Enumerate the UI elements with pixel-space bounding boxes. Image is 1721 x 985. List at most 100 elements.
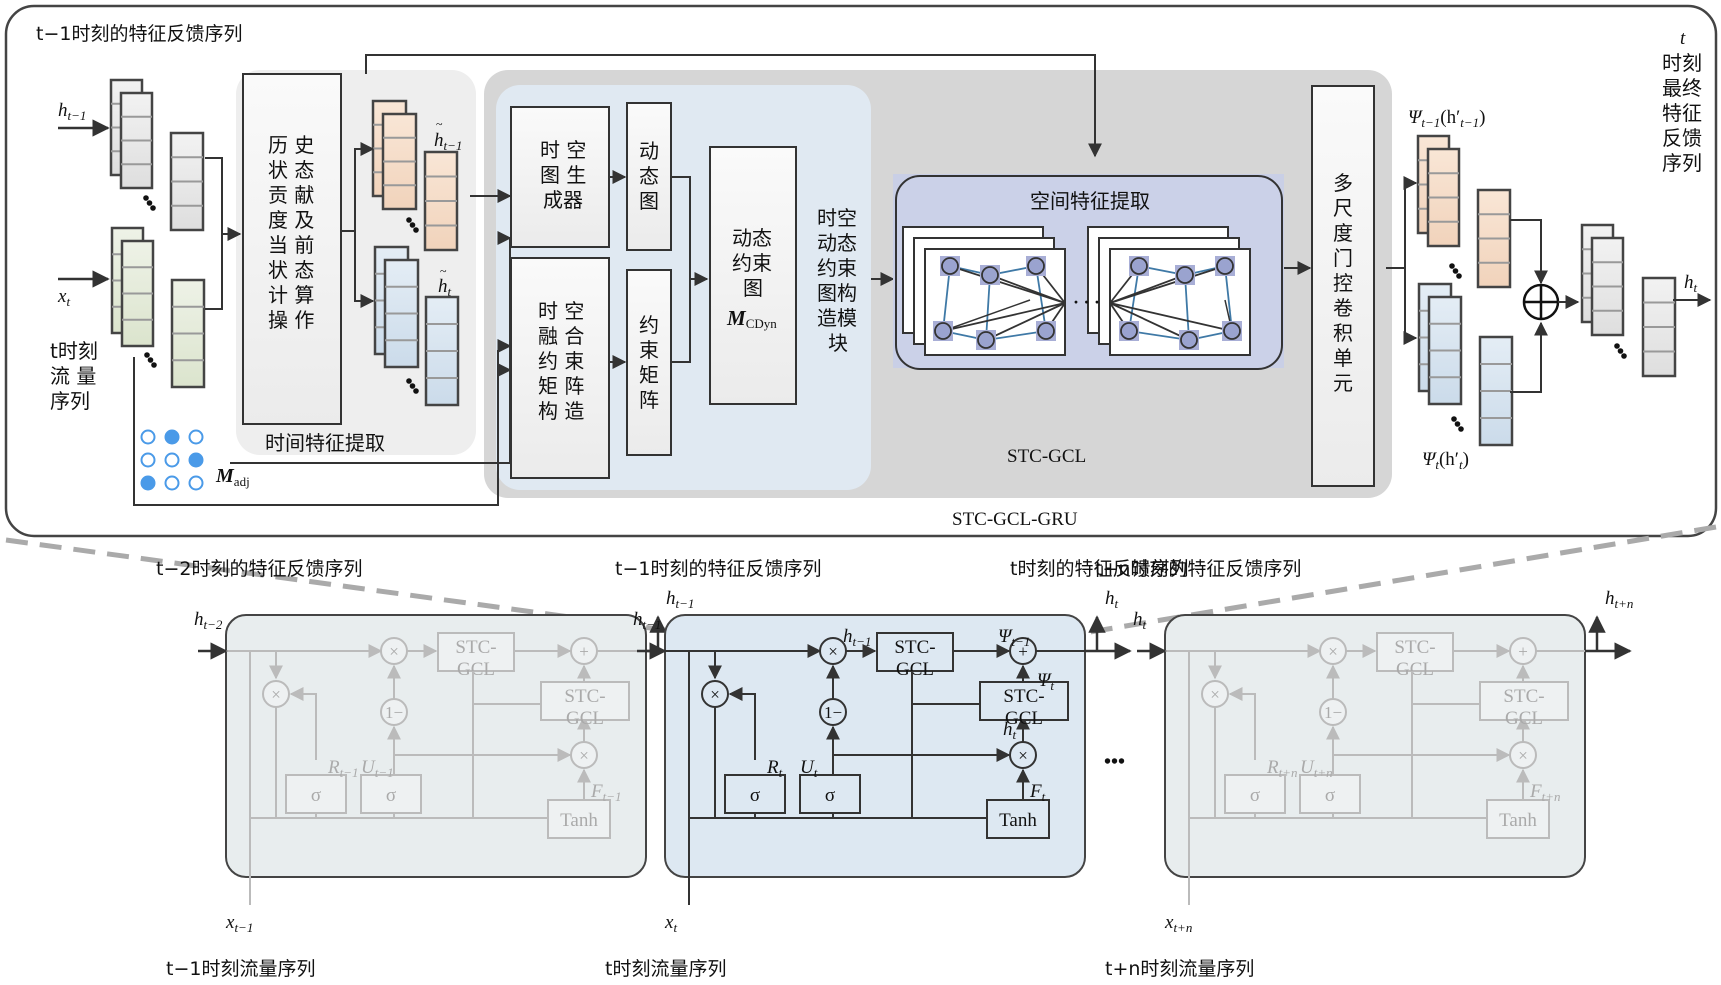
ellipsis-dots [143, 195, 156, 211]
spatiotemporal-fusion-constraint-box [510, 257, 610, 479]
svg-text:STC-: STC- [1394, 637, 1435, 658]
feedback-sequence-label: t+n时刻的特征反馈序列 [1095, 558, 1301, 580]
tanh-box [986, 799, 1050, 839]
madj-label: Madj [215, 465, 250, 489]
adjacency-dot [188, 475, 204, 491]
svg-text:σ: σ [386, 785, 396, 806]
graph-node [1027, 257, 1045, 275]
tanh-box [547, 799, 611, 839]
feedback-sequence-label: t−2时刻的特征反馈序列 [156, 558, 362, 580]
constraint-to-cdyn-line [671, 279, 691, 363]
fused-stack-front [1590, 236, 1625, 337]
svg-text:GCL: GCL [1005, 708, 1043, 729]
flow-sequence-label: t时刻 流 量 序列 [50, 339, 104, 413]
module-title: STC-GCL-GRU [952, 509, 1078, 530]
svg-text:σ: σ [825, 785, 835, 806]
stc-gcl-box-2 [1479, 681, 1569, 721]
graph-snapshots [902, 226, 1251, 356]
madj-connection [133, 350, 499, 506]
graph-node [1120, 322, 1138, 340]
h-tilde-prev-column [423, 150, 459, 252]
graph-card [1087, 226, 1251, 356]
dynamic-to-cdyn-arrow [671, 176, 709, 286]
svg-text:GCL: GCL [457, 659, 495, 680]
history-contribution-box [242, 73, 342, 425]
x-input-label: xt+n [1164, 912, 1192, 935]
svg-text:×: × [710, 685, 720, 704]
flow-sequence-label: t+n时刻流量序列 [1105, 958, 1254, 980]
graph-node [981, 266, 999, 284]
h-prev-label: ht−1 [58, 100, 86, 123]
adjacency-dot [188, 429, 204, 445]
h-output-label: ht+n [1605, 588, 1633, 611]
svg-text:×: × [389, 642, 399, 661]
adjacency-dot [164, 475, 180, 491]
output-h-label: ht [1684, 272, 1698, 295]
tilde-mark: ~ [436, 117, 443, 131]
reset-gate-label: Rt−1 [327, 757, 359, 780]
svg-text:+: + [1018, 642, 1028, 661]
h-input-label: ht−2 [194, 609, 223, 632]
spatial-feature-title: 空间特征提取 [1030, 189, 1150, 213]
mid-feedback-label: t时刻的特征反馈序列 [1010, 558, 1188, 580]
cdyn-symbol: MCDyn [726, 306, 777, 331]
svg-text:×: × [1018, 746, 1028, 765]
adjacency-dot [164, 429, 180, 445]
cdyn-text: 动态 约束 图 [732, 226, 778, 300]
psi-curr-label: Ψt(h′t) [1422, 449, 1469, 472]
svg-text:STC-: STC- [564, 686, 605, 707]
stc-gcl-box-1 [437, 632, 515, 672]
update-gate-label: Ut+n [1300, 757, 1333, 780]
graph-node [941, 257, 959, 275]
svg-text:×: × [1518, 746, 1528, 765]
psi-prev-label: Ψt−1(h′t−1) [1408, 107, 1485, 130]
h-tilde-prev-stack-front [381, 112, 418, 211]
psi-prev-label: Ψt−1 [998, 626, 1030, 649]
constraint-matrix-text: 约 束 矩 阵 [639, 313, 665, 412]
graph-node [1037, 322, 1055, 340]
f-gate-label: Ft [1029, 781, 1046, 804]
tanh-box [1486, 799, 1550, 839]
flow-sequence-label: t时刻流量序列 [605, 958, 726, 980]
feature-stacks [109, 78, 1677, 447]
psi-curr-stack-front [1427, 295, 1463, 406]
multi-scale-text: 多尺度门控卷积单元 [1333, 171, 1353, 395]
svg-text:GCL: GCL [1396, 659, 1434, 680]
x-input-label: xt−1 [225, 912, 253, 935]
h-prev-stack-front [119, 91, 154, 190]
top-module: t−1时刻的特征反馈序列 ht−1 xt t时刻 流 量 序列 Madj 历 史… [4, 4, 1718, 538]
stc-gcl-label: STC-GCL [1007, 446, 1086, 467]
svg-text:GCL: GCL [896, 659, 934, 680]
adjacency-dot [140, 452, 156, 468]
tilde-mark: ~ [440, 264, 447, 278]
fusion-text: 时 空 融 合 约 束 矩 阵 构 造 [538, 299, 591, 423]
psi-curr-label: Ψt [1037, 670, 1054, 693]
x-t-column [170, 278, 206, 389]
svg-text:+: + [1518, 642, 1528, 661]
flow-sequence-label: t−1时刻流量序列 [166, 958, 315, 980]
h-tilde-curr-label: ht [438, 276, 452, 299]
graph-card [902, 226, 1066, 356]
graph-node [1223, 322, 1241, 340]
svg-text:σ: σ [750, 785, 760, 806]
update-gate-label: Ut−1 [361, 757, 394, 780]
svg-text:×: × [271, 685, 281, 704]
adjacency-matrix-icon [140, 429, 204, 491]
multiscale-to-psi-prev-arrow [1386, 176, 1418, 269]
svg-text:1−: 1− [824, 703, 842, 722]
graph-node [1176, 266, 1194, 284]
top-feedback-label: t−1时刻的特征反馈序列 [36, 23, 242, 45]
multi-scale-gated-conv-unit [1311, 85, 1375, 487]
h-tilde-curr-column [424, 295, 460, 407]
history-contribution-text: 历 史状 态贡 献度 及当 前状 态计 算操 作 [268, 133, 314, 332]
calc-to-htilde-prev-arrow [341, 142, 375, 232]
generator-text: 时 空 图 生 成器 [540, 138, 593, 212]
gray-to-calc-arrow [205, 157, 242, 241]
update-sigma-box [1299, 774, 1361, 814]
svg-text:Tanh: Tanh [560, 810, 598, 831]
graph-node [1130, 257, 1148, 275]
svg-text:STC-: STC- [1503, 686, 1544, 707]
